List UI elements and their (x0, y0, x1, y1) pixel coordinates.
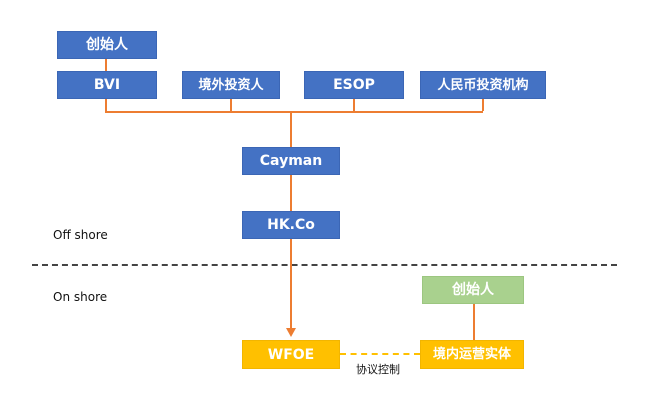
bvi-down-connector (105, 99, 107, 111)
bus-to-cayman-connector (290, 111, 292, 147)
rmb-investors-label: 人民币投资机构 (437, 77, 529, 93)
onshore-label: On shore (53, 290, 108, 304)
domestic-entity-box: 境内运营实体 (420, 340, 524, 369)
founder-to-bvi-connector (105, 59, 107, 71)
wfoe-arrow-icon (286, 328, 296, 337)
hkco-box: HK.Co (242, 211, 340, 239)
hkco-label: HK.Co (267, 217, 315, 233)
foreign-investors-label: 境外投资人 (198, 77, 264, 93)
top-horizontal-bus-connector (105, 111, 483, 113)
wfoe-label: WFOE (267, 346, 315, 363)
bvi-box: BVI (57, 71, 157, 99)
foreign-investors-box: 境外投资人 (182, 71, 280, 99)
wfoe-box: WFOE (242, 340, 340, 369)
cayman-box: Cayman (242, 147, 340, 175)
esop-down-connector (353, 99, 355, 111)
bvi-label: BVI (93, 77, 121, 93)
founder-top-label: 创始人 (86, 37, 128, 53)
founder-to-domestic-entity-connector (473, 304, 475, 340)
offshore-onshore-divider (32, 264, 617, 266)
cayman-to-hkco-connector (290, 175, 292, 211)
founder-bottom-box: 创始人 (422, 276, 524, 304)
agreement-control-label: 协议控制 (356, 363, 400, 376)
esop-box: ESOP (304, 71, 404, 99)
foreign-investors-down-connector (230, 99, 232, 111)
founder-bottom-label: 创始人 (452, 282, 494, 298)
hkco-to-wfoe-connector (290, 239, 292, 328)
offshore-label: Off shore (53, 228, 108, 242)
agreement-control-dashed-line (340, 353, 420, 355)
cayman-label: Cayman (259, 153, 323, 169)
rmb-investors-box: 人民币投资机构 (420, 71, 546, 99)
rmb-investors-down-connector (482, 99, 484, 111)
domestic-entity-label: 境内运营实体 (432, 347, 511, 362)
founder-top-box: 创始人 (57, 31, 157, 59)
esop-label: ESOP (333, 77, 375, 93)
